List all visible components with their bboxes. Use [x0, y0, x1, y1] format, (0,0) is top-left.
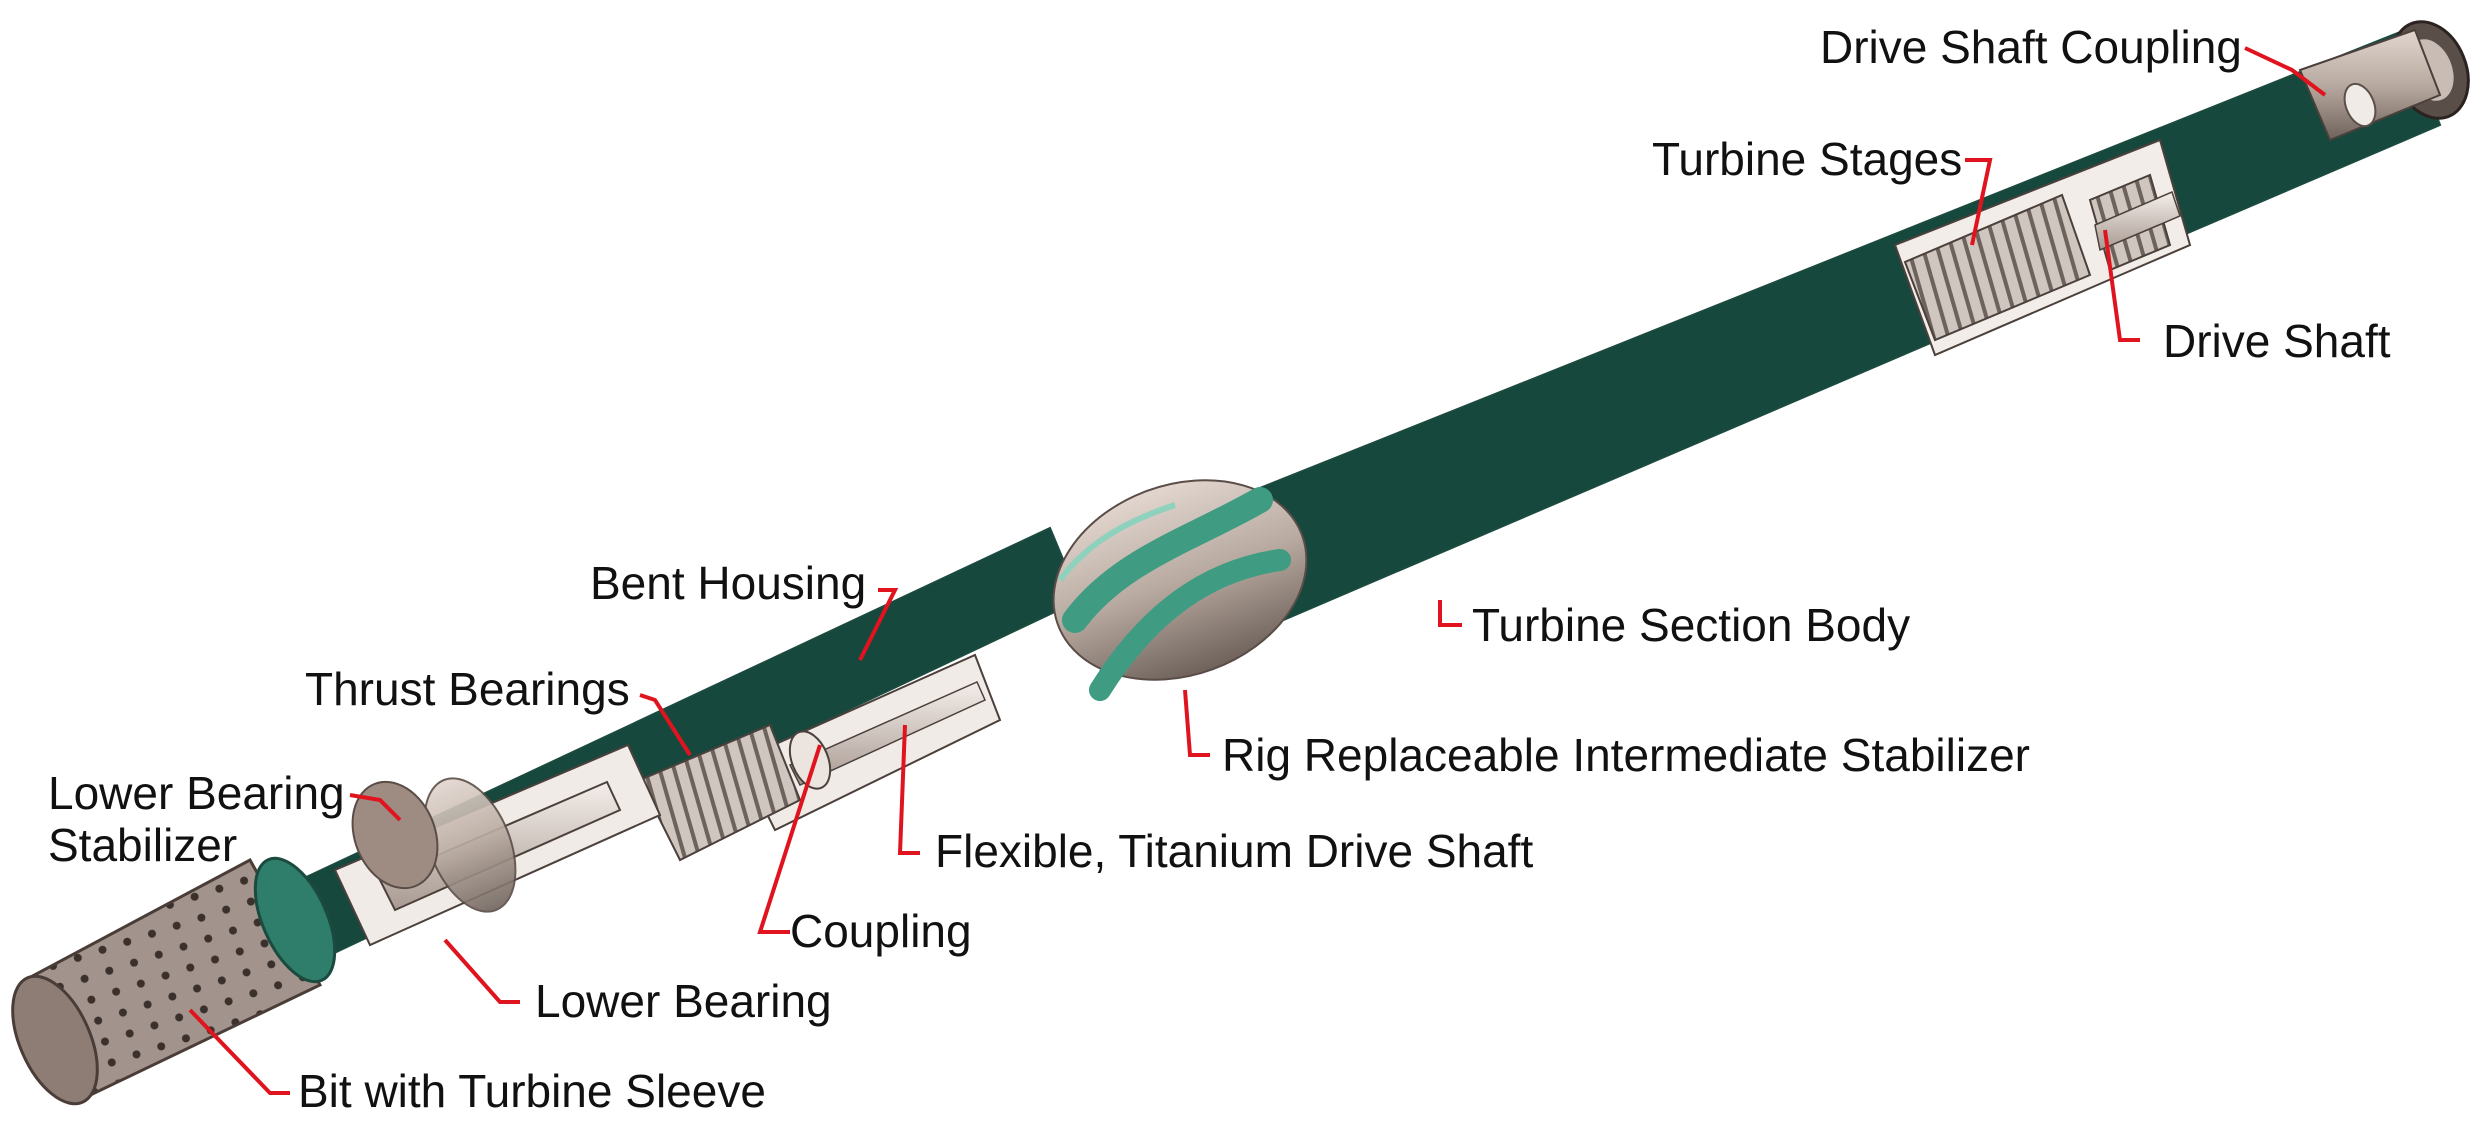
leader-drive-shaft-coupling	[2244, 46, 2327, 97]
leader-drive-shaft	[2103, 229, 2140, 342]
label-lower-bearing-stabilizer: Lower Bearing Stabilizer	[48, 767, 345, 871]
label-thrust-bearings: Thrust Bearings	[305, 663, 630, 715]
label-drive-shaft-coupling: Drive Shaft Coupling	[1820, 21, 2242, 73]
drill-bit	[11, 856, 337, 1106]
leader-coupling	[757, 744, 822, 934]
leader-turbine-stages	[1965, 158, 1993, 246]
leader-thrust-bearings	[639, 693, 692, 757]
leader-bent-housing	[858, 588, 899, 661]
label-lower-bearing-stabilizer-line1: Lower Bearing	[48, 767, 345, 819]
turbine-stages-cutaway	[1893, 138, 2192, 357]
label-lower-bearing-stabilizer-line2: Stabilizer	[48, 818, 238, 871]
label-bit-with-turbine-sleeve: Bit with Turbine Sleeve	[298, 1065, 766, 1117]
label-rig-replaceable-stabilizer: Rig Replaceable Intermediate Stabilizer	[1222, 729, 2030, 781]
leader-rig-stabilizer	[1183, 689, 1210, 757]
leader-lines	[188, 46, 2327, 1095]
label-drive-shaft: Drive Shaft	[2163, 315, 2391, 367]
label-bent-housing: Bent Housing	[590, 557, 867, 609]
label-lower-bearing: Lower Bearing	[535, 975, 832, 1027]
leader-turbine-section-body	[1438, 600, 1462, 627]
drive-shaft-coupling-cutaway	[2298, 28, 2442, 142]
thrust-bearings-cutaway	[638, 723, 832, 862]
intermediate-stabilizer	[1052, 479, 1308, 701]
lower-bearing-housing	[333, 743, 662, 947]
label-turbine-stages: Turbine Stages	[1652, 133, 1963, 185]
label-coupling: Coupling	[790, 905, 972, 957]
label-flexible-drive-shaft: Flexible, Titanium Drive Shaft	[935, 825, 1534, 877]
label-turbine-section-body: Turbine Section Body	[1472, 599, 1911, 651]
leader-lower-bearing-stabilizer	[349, 793, 402, 822]
leader-lower-bearing	[443, 938, 520, 1004]
leader-flexible-drive-shaft	[897, 724, 920, 855]
leader-bit	[188, 1008, 290, 1095]
